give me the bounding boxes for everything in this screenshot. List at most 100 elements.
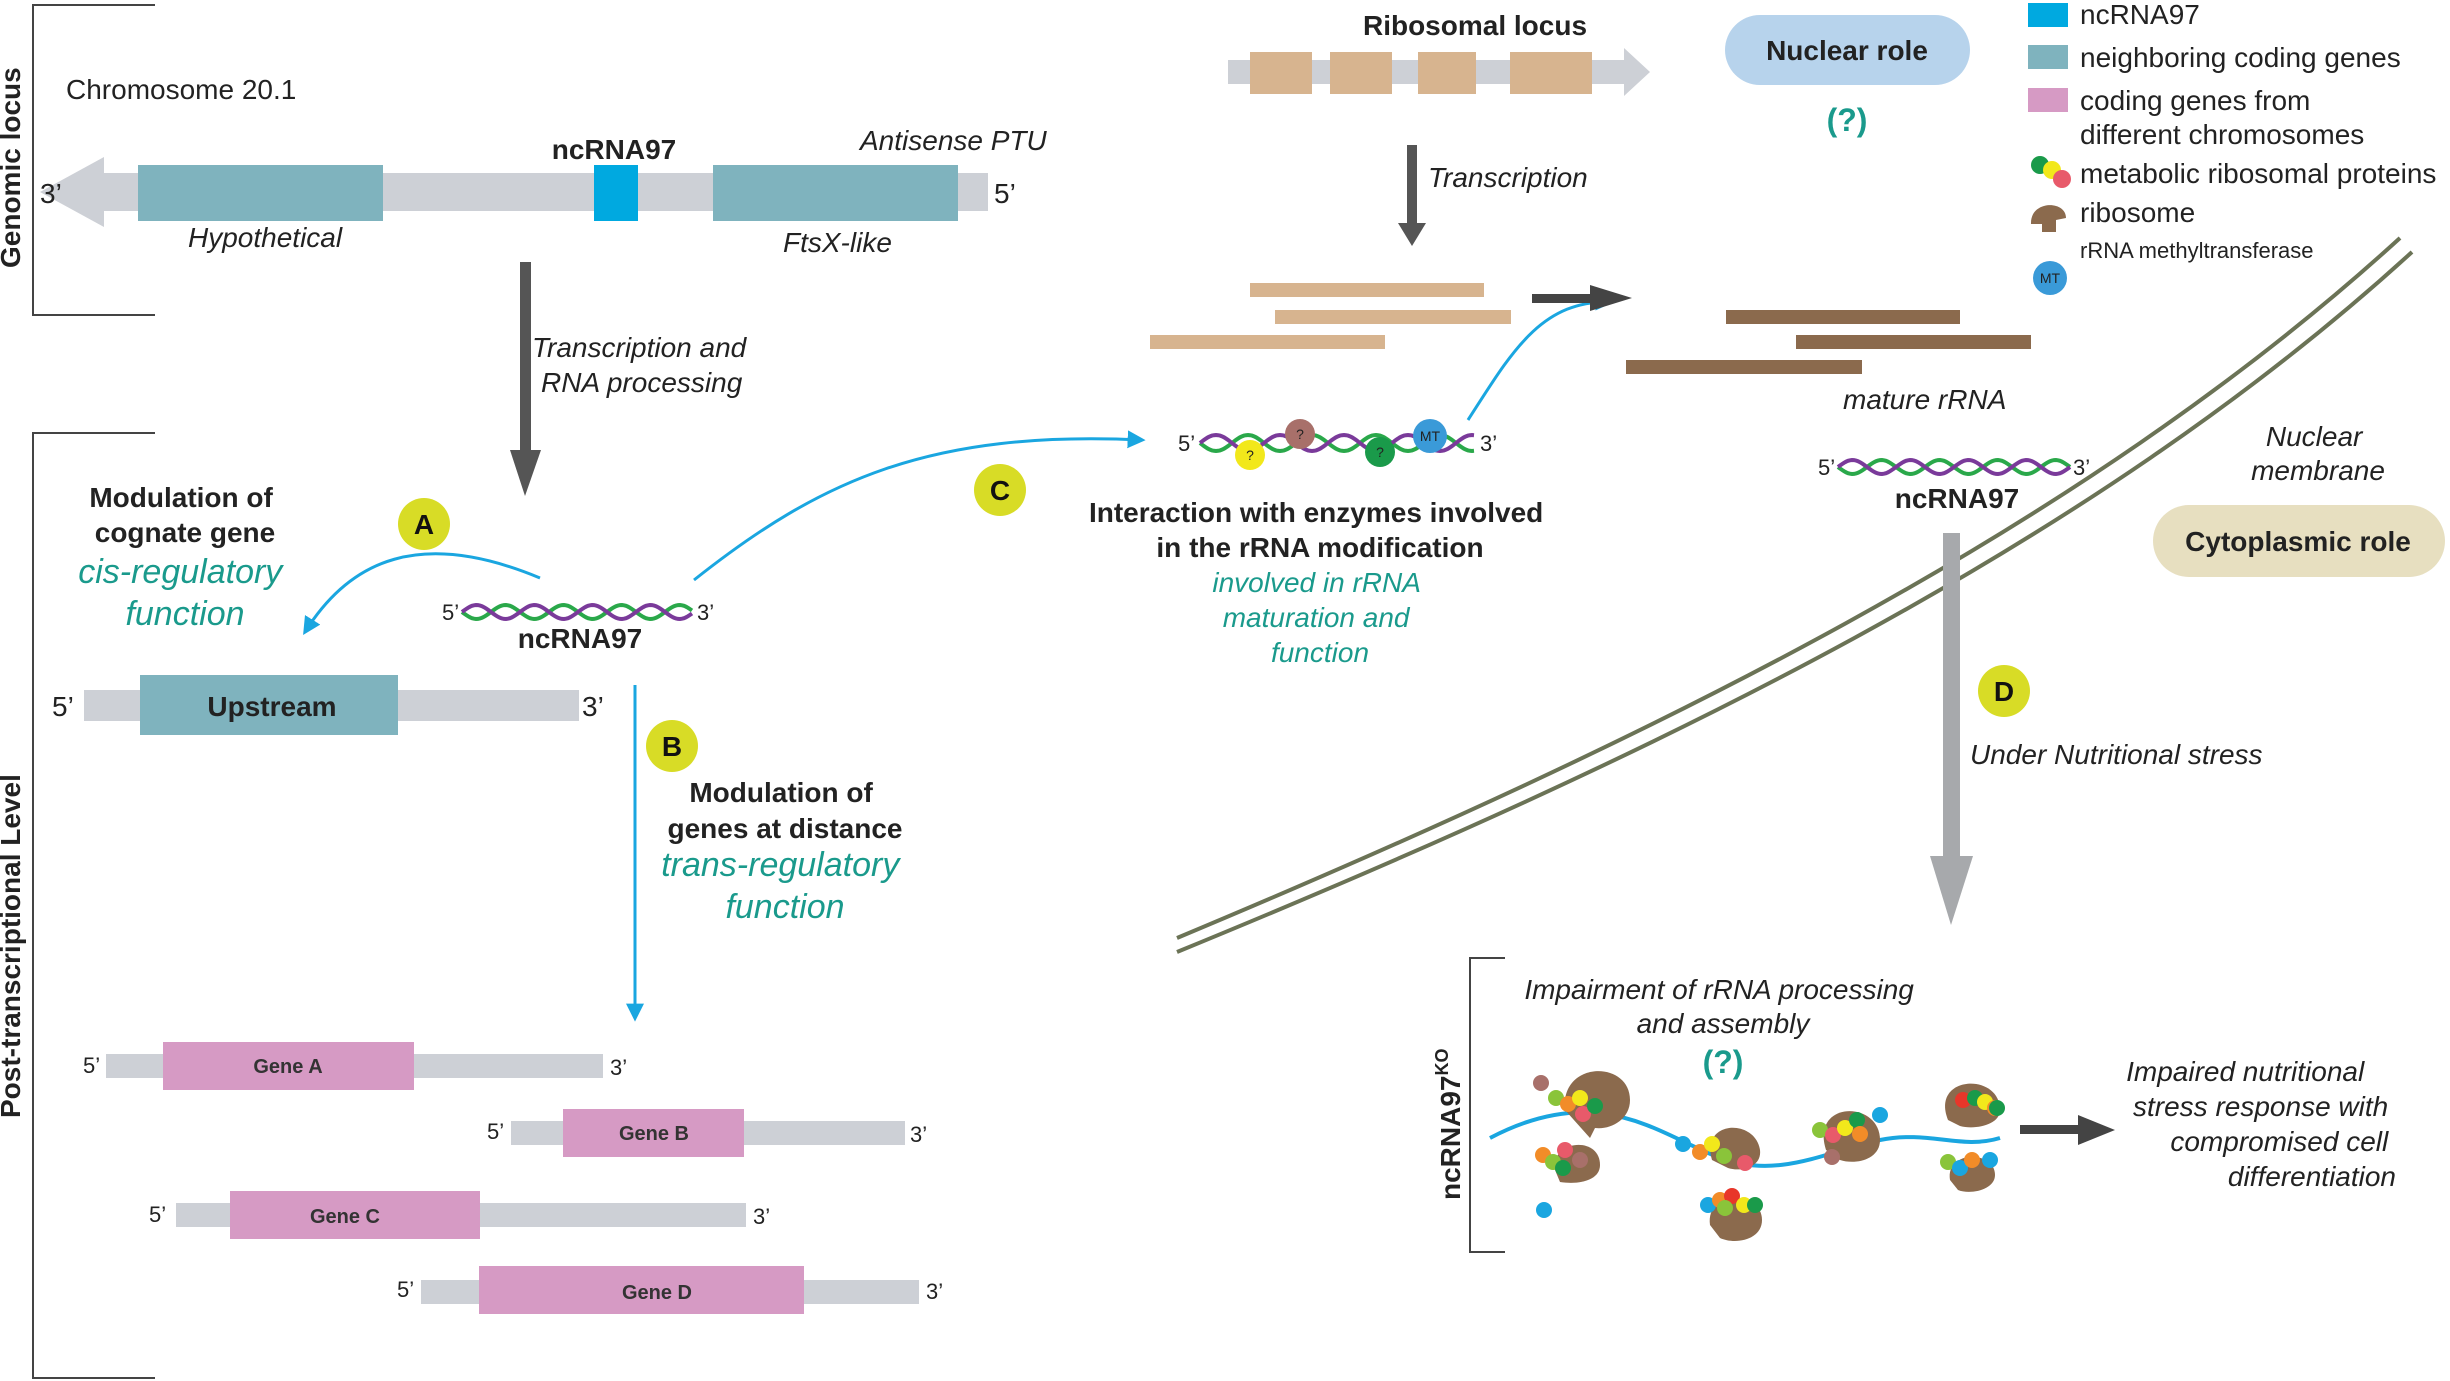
- genomic-bracket: [32, 4, 155, 316]
- gene-c-label: Gene C: [310, 1206, 380, 1228]
- transcription-processing-label: Transcription and RNA processing: [532, 332, 754, 398]
- legend: ncRNA97 neighboring coding genes coding …: [2028, 0, 2436, 295]
- enzyme-yellow: [1235, 440, 1265, 470]
- cyto-rna-3-end: 3’: [2073, 455, 2090, 480]
- central-ncrna97-label: ncRNA97: [518, 623, 642, 654]
- gene-b-row: Gene B 5’ 3’: [487, 1109, 927, 1157]
- nutritional-stress-arrow: [1930, 533, 1973, 925]
- cytoplasmic-role-pill: [2153, 505, 2445, 577]
- upstream-3-end: 3’: [582, 691, 604, 722]
- gene-c-row: Gene C 5’ 3’: [149, 1191, 770, 1239]
- gene-d-3-end: 3’: [926, 1279, 943, 1304]
- hypothetical-gene: [138, 165, 383, 221]
- mt-enzyme-label: MT: [1420, 428, 1441, 444]
- central-rna-5-end: 5’: [442, 600, 459, 625]
- central-ncrna97: [460, 602, 694, 622]
- impairment-question: (?): [1703, 1044, 1744, 1080]
- circle-d: [1978, 665, 2030, 717]
- ncrna97-locus-label: ncRNA97: [552, 134, 676, 165]
- circle-c: [974, 464, 1026, 516]
- mature-rrna-label: mature rRNA: [1843, 384, 2006, 415]
- transcription-processing-arrow: [510, 262, 541, 496]
- mature-rrna-1: [1726, 310, 1960, 324]
- nutritional-stress-label: Under Nutritional stress: [1970, 739, 2263, 770]
- module-b-function: trans-regulatory function: [661, 846, 909, 926]
- gene-d-row: Gene D 5’ 3’: [397, 1266, 943, 1314]
- ribosomal-transcription-arrow: [1398, 145, 1426, 246]
- ribosome-cluster-7: [1940, 1152, 1998, 1192]
- chromosome-label: Chromosome 20.1: [66, 74, 296, 105]
- nuclear-membrane-label: Nuclear membrane: [2251, 421, 2385, 486]
- circle-b-letter: B: [662, 731, 682, 762]
- gene-d-5-end: 5’: [397, 1277, 414, 1302]
- rrna-gene-4: [1510, 52, 1592, 94]
- mod-rna-3-end: 3’: [1480, 431, 1497, 456]
- post-bracket: [32, 432, 155, 1379]
- cytoplasmic-role-label: Cytoplasmic role: [2185, 526, 2411, 557]
- arrow-c: [693, 430, 1146, 582]
- upstream-5-end: 5’: [52, 691, 74, 722]
- legend-mt-text: MT: [2040, 270, 2061, 286]
- methyltransferase-enzyme: [1413, 419, 1447, 453]
- maturation-arrow: [1466, 292, 1614, 421]
- enzyme-green: [1365, 437, 1395, 467]
- genomic-locus-label: Genomic locus: [0, 67, 26, 268]
- legend-ncrna-label: ncRNA97: [2080, 0, 2200, 30]
- cytoplasm-ncrna97: [1836, 457, 2072, 477]
- ribosome-cluster-2: [1535, 1142, 1600, 1218]
- nuclear-role-pill: [1725, 15, 1970, 85]
- arrow-a: [303, 552, 541, 636]
- gene-b-label: Gene B: [619, 1123, 689, 1145]
- legend-distant-label-2: different chromosomes: [2080, 119, 2364, 150]
- gene-c-3-end: 3’: [753, 1204, 770, 1229]
- gene-a-label: Gene A: [253, 1056, 322, 1078]
- hypothetical-label: Hypothetical: [188, 222, 343, 253]
- legend-mt-icon: [2033, 261, 2067, 295]
- locus-5-end: 5’: [994, 178, 1016, 209]
- ftsx-like-gene: [713, 165, 958, 221]
- precursor-rrna-3: [1150, 335, 1385, 349]
- legend-neighbor-swatch: [2028, 45, 2068, 69]
- rrna-gene-3: [1418, 52, 1476, 94]
- ribosomal-locus-title: Ribosomal locus: [1363, 10, 1587, 41]
- impairment-label: Impairment of rRNA processing and assemb…: [1524, 974, 1921, 1039]
- circle-d-letter: D: [1994, 676, 2014, 707]
- upstream-label: Upstream: [207, 691, 336, 722]
- cyto-rna-5-end: 5’: [1818, 455, 1835, 480]
- legend-ncrna-swatch: [2028, 3, 2068, 27]
- ribosome-cluster-5: [1812, 1107, 1888, 1165]
- cyto-ncrna97-label: ncRNA97: [1895, 483, 2019, 514]
- ribosome-cluster-1: [1533, 1071, 1630, 1138]
- ncrna97-locus: [594, 165, 638, 221]
- enzyme-green-q: ?: [1376, 444, 1384, 460]
- legend-distant-label-1: coding genes from: [2080, 85, 2310, 116]
- legend-protein-red: [2053, 170, 2071, 188]
- rrna-gene-2: [1330, 52, 1392, 94]
- module-b-title: Modulation of genes at distance: [668, 777, 903, 844]
- ribosome-cluster-6: [1945, 1083, 2005, 1128]
- ribosome-cluster-4: [1700, 1188, 1763, 1241]
- gene-b-5-end: 5’: [487, 1119, 504, 1144]
- gene-c-5-end: 5’: [149, 1202, 166, 1227]
- gene-b-3-end: 3’: [910, 1122, 927, 1147]
- enzyme-yellow-q: ?: [1246, 447, 1254, 463]
- outcome-label: Impaired nutritional stress response wit…: [2126, 1056, 2396, 1192]
- legend-ribosome-label: ribosome: [2080, 197, 2195, 228]
- ribosome-cluster-3: [1675, 1127, 1761, 1171]
- gene-a-5-end: 5’: [83, 1053, 100, 1078]
- legend-ribosome-icon: [2030, 205, 2066, 232]
- module-a-title: Modulation of cognate gene: [89, 482, 280, 548]
- enzyme-brown: [1285, 419, 1315, 449]
- ftsx-like-label: FtsX-like: [783, 227, 892, 258]
- ko-bracket: [1469, 957, 1505, 1253]
- upstream-gene: [140, 675, 398, 735]
- gene-a-3-end: 3’: [610, 1055, 627, 1080]
- module-c-function: involved in rRNA maturation and function: [1212, 567, 1427, 668]
- enzyme-brown-q: ?: [1296, 426, 1304, 442]
- gene-d-label: Gene D: [622, 1282, 692, 1304]
- mature-rrna-2: [1796, 335, 2031, 349]
- ribosomal-transcription-label: Transcription: [1428, 162, 1588, 193]
- legend-neighbor-label: neighboring coding genes: [2080, 42, 2401, 73]
- circle-a-letter: A: [414, 509, 434, 540]
